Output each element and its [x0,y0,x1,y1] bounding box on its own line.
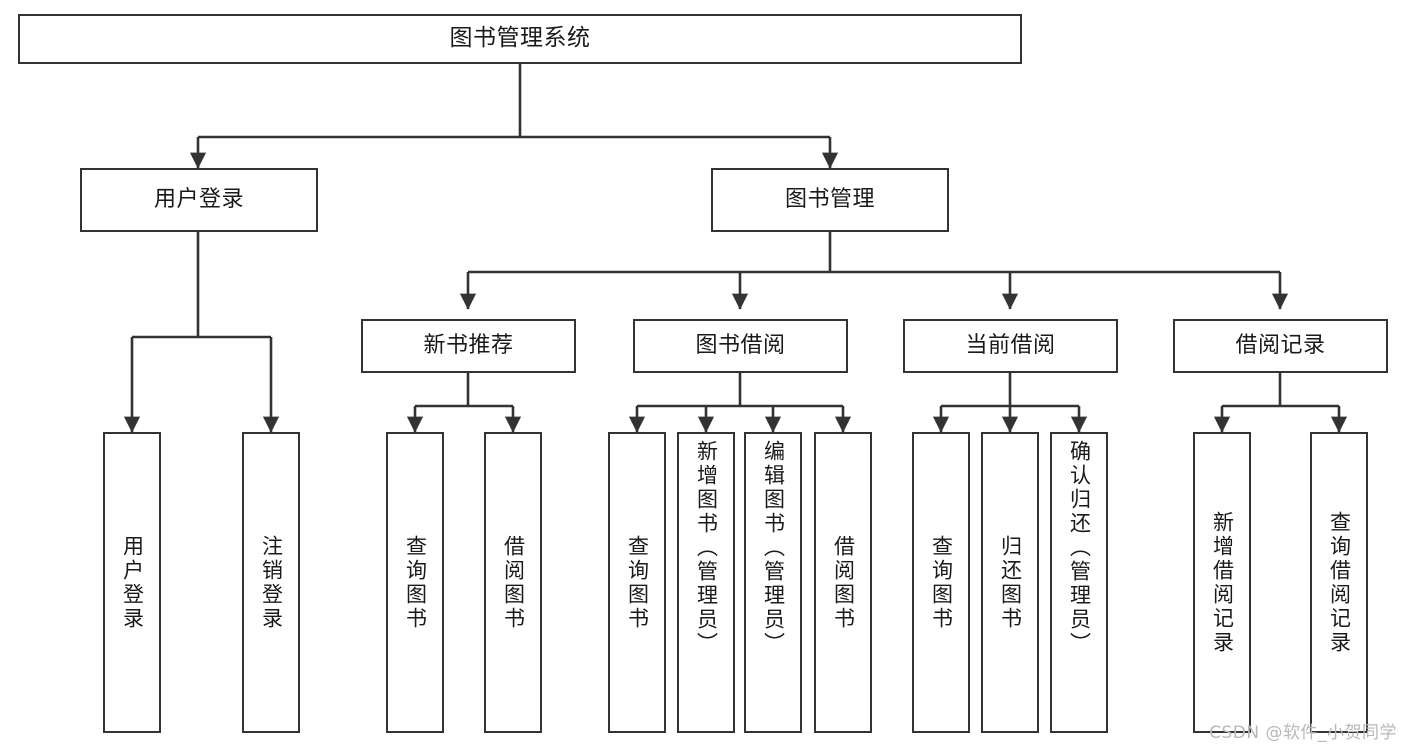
node-label: 用户登录 [153,186,244,212]
leaf-query-book-new[interactable]: 查询图书 [386,432,444,733]
node-label: 图书借阅 [695,332,786,358]
node-book-borrowing[interactable]: 图书借阅 [633,319,848,373]
leaf-add-book-admin[interactable]: 新增图书（管理员） [677,432,735,733]
watermark: CSDN @软件_小贺同学 [1209,723,1397,743]
node-label: 用户登录 [120,534,145,631]
leaf-logout[interactable]: 注销登录 [242,432,300,733]
node-label: 查询借阅记录 [1327,510,1352,655]
leaf-query-borrow-record[interactable]: 查询借阅记录 [1310,432,1368,733]
node-label: 借阅记录 [1235,332,1326,358]
leaf-return-book[interactable]: 归还图书 [981,432,1039,733]
leaf-user-login[interactable]: 用户登录 [103,432,161,733]
node-label: 确认归还（管理员） [1067,440,1092,656]
leaf-query-book-current[interactable]: 查询图书 [912,432,970,733]
node-label: 注销登录 [259,534,284,631]
node-label: 归还图书 [998,534,1023,631]
node-borrowing-record[interactable]: 借阅记录 [1173,319,1388,373]
leaf-query-book-borrow[interactable]: 查询图书 [608,432,666,733]
node-book-management[interactable]: 图书管理 [711,168,949,232]
node-label: 新增图书（管理员） [694,440,719,656]
node-label: 查询图书 [625,534,650,631]
node-root-book-management-system[interactable]: 图书管理系统 [18,14,1022,64]
node-new-book-recommendation[interactable]: 新书推荐 [361,319,576,373]
node-label: 新增借阅记录 [1210,510,1235,655]
node-label: 新书推荐 [423,332,514,358]
node-label: 当前借阅 [965,332,1056,358]
leaf-edit-book-admin[interactable]: 编辑图书（管理员） [744,432,802,733]
node-label: 借阅图书 [501,534,526,631]
node-user-login[interactable]: 用户登录 [80,168,318,232]
node-label: 查询图书 [929,534,954,631]
node-label: 图书管理 [784,186,875,212]
node-current-borrowing[interactable]: 当前借阅 [903,319,1118,373]
leaf-borrow-book-new[interactable]: 借阅图书 [484,432,542,733]
node-label: 编辑图书（管理员） [761,440,786,656]
leaf-add-borrow-record[interactable]: 新增借阅记录 [1193,432,1251,733]
leaf-borrow-book-borrow[interactable]: 借阅图书 [814,432,872,733]
leaf-confirm-return-admin[interactable]: 确认归还（管理员） [1050,432,1108,733]
node-label: 图书管理系统 [449,25,591,52]
node-label: 借阅图书 [831,534,856,631]
node-label: 查询图书 [403,534,428,631]
